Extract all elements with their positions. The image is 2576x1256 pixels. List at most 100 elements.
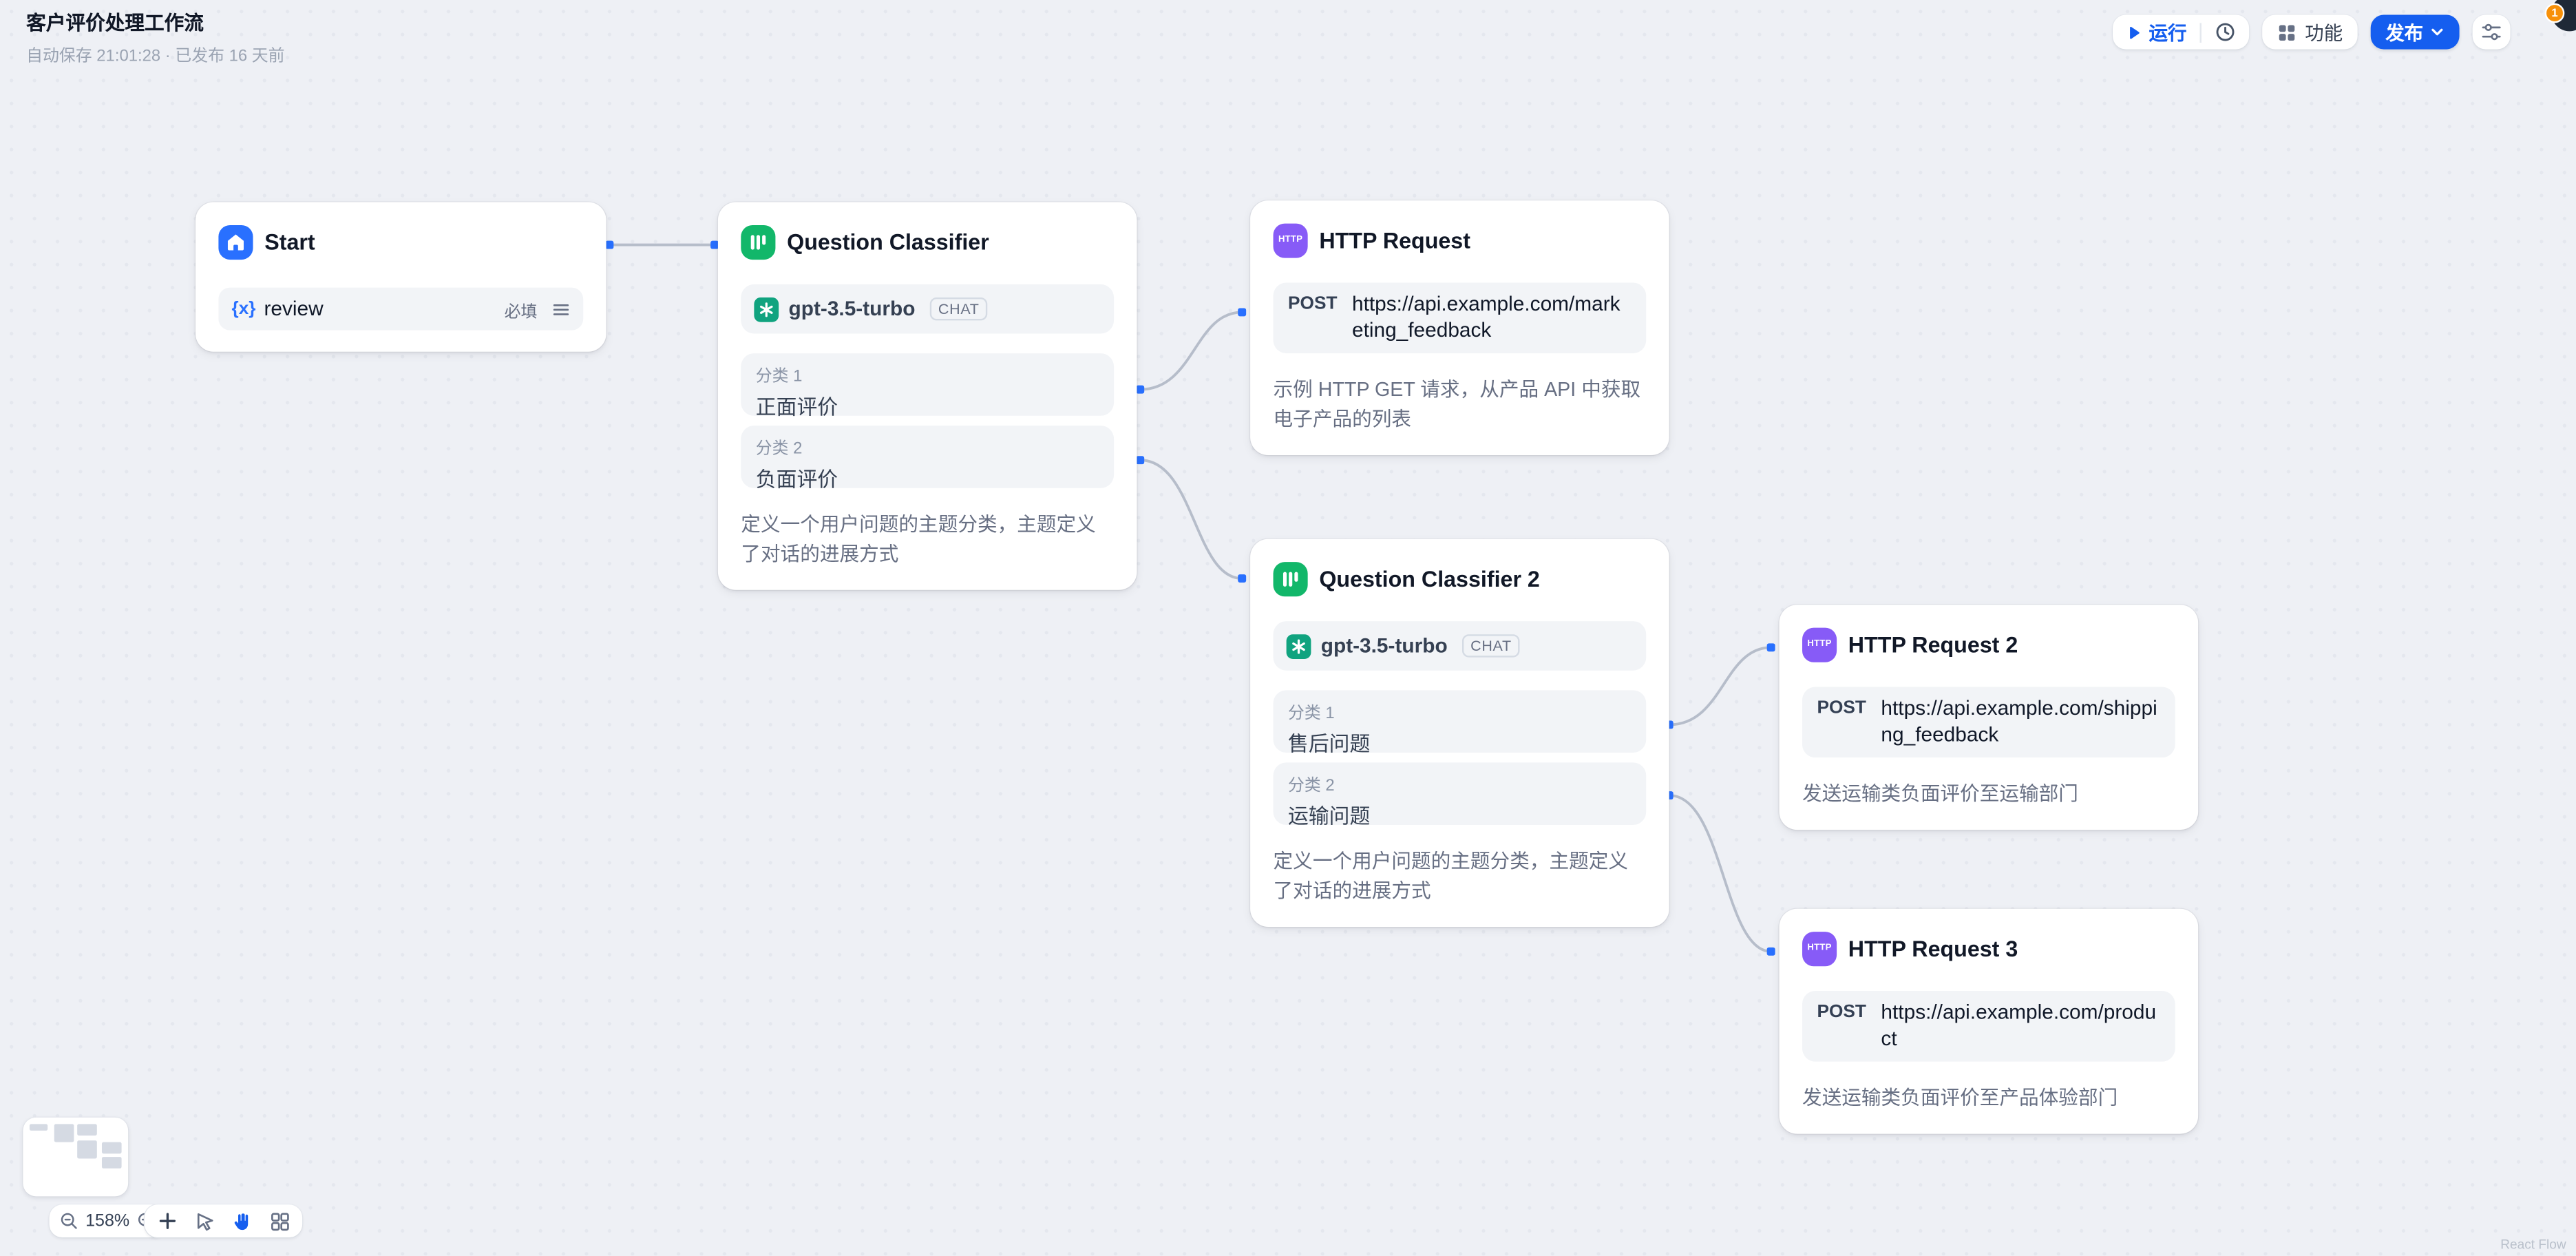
connection-handle[interactable] [1136,385,1145,394]
http-icon: HTTP [1273,222,1308,258]
http-method: POST [1288,294,1338,314]
node-start[interactable]: Start {x} review 必填 [195,202,606,352]
run-group: 运行 [2113,14,2250,50]
node-header: HTTP HTTP Request 3 [1802,930,2175,967]
class-item-2[interactable]: 分类 2 运输问题 [1273,762,1647,828]
notification-badge[interactable]: 1 [2544,3,2565,23]
workflow-title: 客户评价处理工作流 [26,11,204,35]
class-value: 运输问题 [1288,805,1371,828]
node-question-classifier-2[interactable]: Question Classifier 2 gpt-3.5-turbo CHAT… [1250,538,1669,927]
zoom-level: 158% [85,1211,130,1231]
add-node-button[interactable] [148,1204,186,1237]
cursor-icon [194,1211,215,1232]
minimap-node [101,1157,122,1168]
header-actions: 运行 功能 发布 [2113,14,2511,50]
publish-label: 发布 [2385,23,2424,44]
connection-handle[interactable] [1238,574,1247,583]
node-description: 示例 HTTP GET 请求，从产品 API 中获取电子产品的列表 [1273,377,1641,430]
publish-button[interactable]: 发布 [2370,14,2460,50]
minimap-node [77,1140,97,1158]
menu-icon [552,300,570,318]
canvas-toolbar [145,1204,303,1238]
play-icon [2126,24,2142,41]
features-label: 功能 [2305,23,2343,44]
node-description: 发送运输类负面评价至产品体验部门 [1802,1085,2118,1109]
node-question-classifier[interactable]: Question Classifier gpt-3.5-turbo CHAT 分… [717,202,1137,590]
zoom-out-icon [59,1211,79,1231]
node-description: 发送运输类负面评价至运输部门 [1802,781,2078,805]
http-url: https://api.example.com/marketing_feedba… [1351,292,1620,342]
node-header: Question Classifier [741,224,1114,260]
node-http-request-2[interactable]: HTTP HTTP Request 2 POST https://api.exa… [1779,605,2199,829]
http-method: POST [1817,698,1866,718]
node-title: Question Classifier [787,229,989,254]
node-description: 定义一个用户问题的主题分类，主题定义了对话的进展方式 [1273,849,1629,903]
http-icon: HTTP [1802,627,1837,662]
grid-icon [2277,22,2297,42]
organize-button[interactable] [261,1204,299,1237]
zoom-out-button[interactable] [59,1211,79,1231]
model-mode-badge: CHAT [1462,634,1520,658]
sliders-icon [2481,21,2502,43]
react-flow-attribution: React Flow [2500,1237,2566,1253]
http-icon: HTTP [1802,930,1837,966]
connection-handle[interactable] [1136,456,1145,465]
connection-handle[interactable] [605,240,614,249]
model-name: gpt-3.5-turbo [788,297,916,321]
class-value: 售后问题 [1288,733,1371,756]
minimap[interactable] [23,1117,129,1197]
connection-handle[interactable] [1238,308,1247,317]
class-item-1[interactable]: 分类 1 售后问题 [1273,690,1647,756]
features-button[interactable]: 功能 [2262,14,2358,50]
question-classifier-icon [741,224,776,259]
http-url: https://api.example.com/shipping_feedbac… [1881,696,2157,747]
class-item-2[interactable]: 分类 2 负面评价 [741,426,1115,492]
edge-classifier1-to-classifier2 [1139,459,1244,580]
node-title: Question Classifier 2 [1319,566,1540,591]
node-header: Start [218,224,583,260]
minimap-node [29,1124,48,1131]
node-description: 定义一个用户问题的主题分类，主题定义了对话的进展方式 [741,512,1096,565]
connection-handle[interactable] [1766,643,1775,652]
variable-name: review [264,297,324,321]
model-selector[interactable]: gpt-3.5-turbo CHAT [1273,621,1647,671]
class-value: 负面评价 [755,468,838,492]
question-classifier-icon [1273,561,1308,596]
api-row[interactable]: POST https://api.example.com/shipping_fe… [1802,687,2175,757]
autosave-status: 自动保存 21:01:28 · 已发布 16 天前 [26,47,285,65]
model-selector[interactable]: gpt-3.5-turbo CHAT [741,284,1115,334]
api-row[interactable]: POST https://api.example.com/product [1802,991,2175,1061]
pointer-mode-button[interactable] [186,1204,224,1237]
node-title: HTTP Request 3 [1848,936,2018,961]
node-http-request-3[interactable]: HTTP HTTP Request 3 POST https://api.exa… [1779,908,2199,1133]
home-icon [218,224,253,259]
model-name: gpt-3.5-turbo [1320,634,1448,658]
start-variable-row[interactable]: {x} review 必填 [218,287,584,331]
api-row[interactable]: POST https://api.example.com/marketing_f… [1273,282,1647,353]
node-header: HTTP HTTP Request 2 [1802,626,2175,662]
minimap-node [77,1124,97,1136]
layout-icon [269,1211,291,1232]
connection-handle[interactable] [1766,947,1775,956]
run-button[interactable]: 运行 [2113,14,2199,49]
openai-icon [1286,633,1311,658]
model-mode-badge: CHAT [929,297,988,321]
http-method: POST [1817,1002,1866,1023]
run-label: 运行 [2149,23,2187,44]
node-header: Question Classifier 2 [1273,561,1647,597]
divider [2199,22,2202,42]
hand-mode-button[interactable] [224,1204,262,1237]
hand-icon [231,1211,253,1232]
http-url: https://api.example.com/product [1881,1001,2157,1051]
node-http-request[interactable]: HTTP HTTP Request POST https://api.examp… [1250,200,1669,454]
class-label: 分类 1 [755,368,803,386]
chevron-down-icon [2430,25,2445,39]
node-title: Start [264,229,315,254]
minimap-node [101,1142,122,1153]
versions-button[interactable] [2472,14,2511,50]
class-item-1[interactable]: 分类 1 正面评价 [741,353,1115,419]
workflow-info: 客户评价处理工作流 自动保存 21:01:28 · 已发布 16 天前 [26,12,284,65]
edge-classifier2-to-http2 [1667,646,1773,726]
run-history-button[interactable] [2202,14,2249,49]
